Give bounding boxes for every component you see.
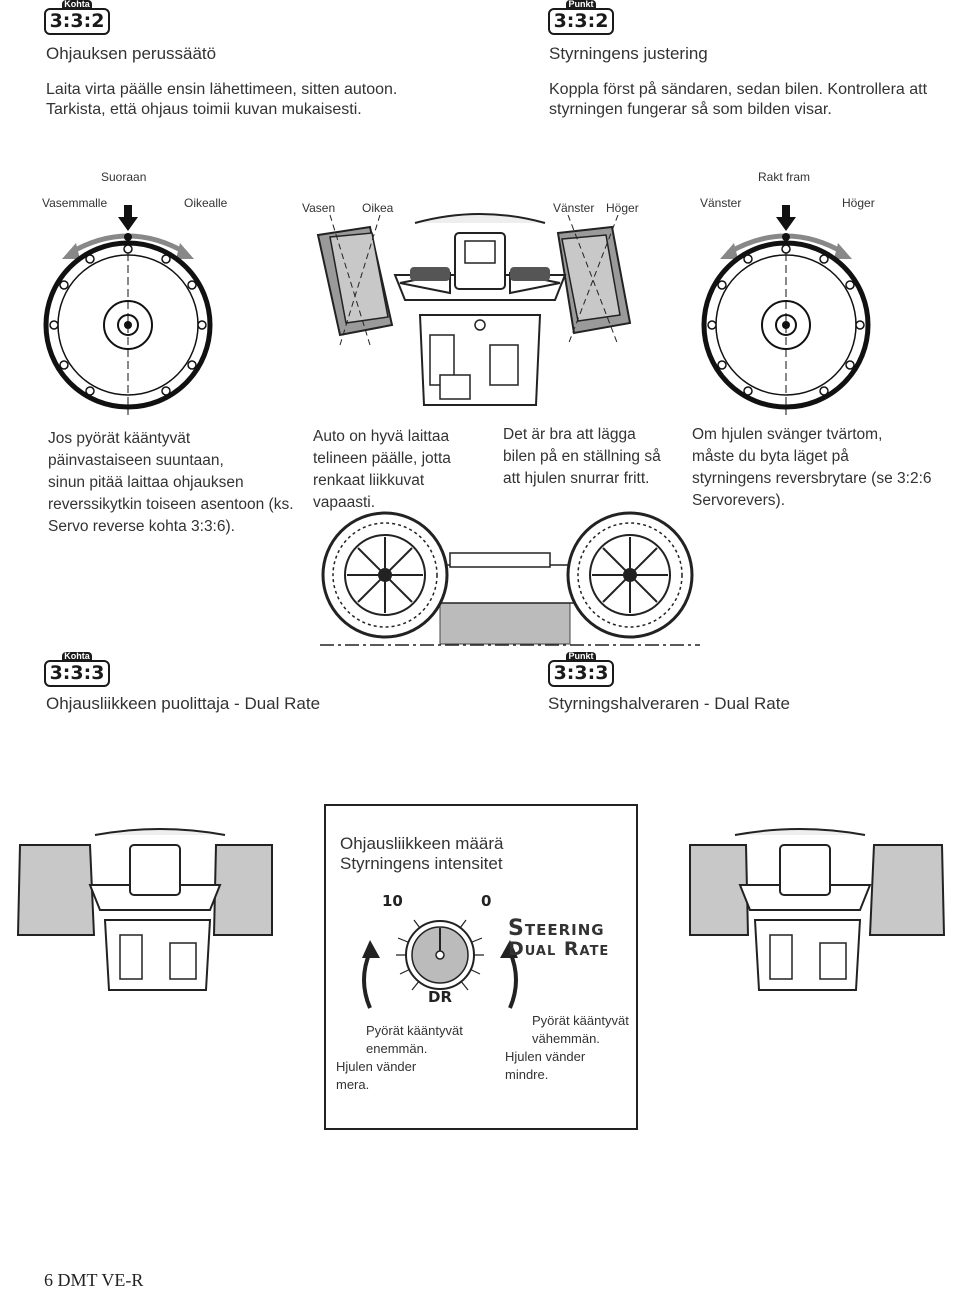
line: vapaasti. xyxy=(313,494,376,511)
label-left-fi: Vasemmalle xyxy=(42,196,108,210)
panel-title-sv: Styrningens intensitet xyxy=(340,854,503,873)
badge-tag: Kohta xyxy=(62,652,92,661)
line: bilen på en ställning så xyxy=(503,448,661,465)
car-on-stand-diagram xyxy=(320,511,700,646)
label-left-sv: Vänster xyxy=(700,196,742,210)
line: Det är bra att lägga xyxy=(503,426,636,443)
section-badge-sv: Punkt 3:3:3 xyxy=(548,652,614,687)
left-note-fi-1: Pyörät kääntyvät xyxy=(366,1023,463,1038)
label-straight-fi: Suoraan xyxy=(101,170,147,184)
car-front-axle-diagram xyxy=(316,213,632,406)
dual-rate-knob[interactable] xyxy=(340,880,640,1030)
section-badge-fi: Kohta 3:3:2 xyxy=(44,0,110,35)
dial-max-label: 10 xyxy=(382,892,403,910)
label-left-car-sv: Vänster xyxy=(553,201,595,215)
steering-wheel-diagram-fi xyxy=(43,205,213,415)
section-badge-fi: Kohta 3:3:3 xyxy=(44,652,110,687)
left-note-sv-2: mera. xyxy=(336,1077,370,1092)
line: renkaat liikkuvat xyxy=(313,472,425,489)
instruction-reverse-fi: Jos pyörät kääntyvät päinvastaiseen suun… xyxy=(48,428,294,538)
steering-logo-line1: Steering xyxy=(508,916,605,941)
line: Jos pyörät kääntyvät xyxy=(48,430,191,447)
badge-tag: Kohta xyxy=(62,0,92,9)
section-title-fi: Ohjauksen perussäätö xyxy=(46,44,217,63)
intro-text-fi-1: Laita virta päälle ensin lähettimeen, si… xyxy=(46,81,398,98)
badge-tag: Punkt xyxy=(566,0,596,9)
left-note-fi-2: enemmän. xyxy=(366,1041,428,1056)
right-note-sv-1: Hjulen vänder xyxy=(505,1049,586,1064)
intro-text-fi-2: Tarkista, että ohjaus toimii kuvan mukai… xyxy=(46,101,362,118)
right-note-fi-1: Pyörät kääntyvät xyxy=(532,1013,629,1028)
line: Om hjulen svänger tvärtom, xyxy=(692,426,883,443)
line: att hjulen snurrar fritt. xyxy=(503,470,650,487)
page-footer: 6 DMT VE-R xyxy=(44,1270,144,1290)
panel-title-fi: Ohjausliikkeen määrä xyxy=(340,834,504,853)
line: Auto on hyvä laittaa xyxy=(313,428,450,445)
section-title-fi: Ohjausliikkeen puolittaja - Dual Rate xyxy=(46,694,321,713)
right-note-sv-2: mindre. xyxy=(505,1067,549,1082)
label-straight-sv: Rakt fram xyxy=(758,170,811,184)
line: sinun pitää laittaa ohjauksen xyxy=(48,474,244,491)
line: reverssikytkin toiseen asentoon (ks. xyxy=(48,496,294,513)
section-title-sv: Styrningens justering xyxy=(549,44,708,63)
line: måste du byta läget på xyxy=(692,448,849,465)
badge-number: 3:3:2 xyxy=(548,8,614,35)
steering-wheel-diagram-sv xyxy=(701,205,871,415)
left-note-sv-1: Hjulen vänder xyxy=(336,1059,417,1074)
instruction-reverse-sv: Om hjulen svänger tvärtom, måste du byta… xyxy=(692,424,932,512)
dual-rate-panel xyxy=(324,804,638,1130)
steering-logo-line2: Dual Rate xyxy=(508,938,610,960)
right-note-fi-2: vähemmän. xyxy=(532,1031,600,1046)
line: Servo reverse kohta 3:3:6). xyxy=(48,518,235,535)
line: styrningens reversbrytare (se 3:2:6 xyxy=(692,470,932,487)
car-dual-rate-left xyxy=(16,828,273,991)
label-right-sv: Höger xyxy=(842,196,875,210)
dial-min-label: 0 xyxy=(481,892,492,910)
section-badge-sv: Punkt 3:3:2 xyxy=(548,0,614,35)
line: päinvastaiseen suuntaan, xyxy=(48,452,224,469)
badge-number: 3:3:3 xyxy=(44,660,110,687)
intro-text-sv-2: styrningen fungerar så som bilden visar. xyxy=(549,101,832,118)
line: Servorevers). xyxy=(692,492,786,509)
badge-tag: Punkt xyxy=(566,652,596,661)
label-right-car-sv: Höger xyxy=(606,201,639,215)
section-title-sv: Styrningshalveraren - Dual Rate xyxy=(548,694,790,713)
line: telineen päälle, jotta xyxy=(313,450,451,467)
instruction-stand-fi: Auto on hyvä laittaa telineen päälle, jo… xyxy=(313,426,451,514)
label-left-car-fi: Vasen xyxy=(302,201,336,215)
dial-dr-label: DR xyxy=(428,988,453,1006)
label-right-car-fi: Oikea xyxy=(362,201,394,215)
badge-number: 3:3:3 xyxy=(548,660,614,687)
label-right-fi: Oikealle xyxy=(184,196,228,210)
intro-text-sv-1: Koppla först på sändaren, sedan bilen. K… xyxy=(549,81,928,98)
badge-number: 3:3:2 xyxy=(44,8,110,35)
instruction-stand-sv: Det är bra att lägga bilen på en ställni… xyxy=(503,424,661,490)
car-dual-rate-right xyxy=(689,828,946,991)
